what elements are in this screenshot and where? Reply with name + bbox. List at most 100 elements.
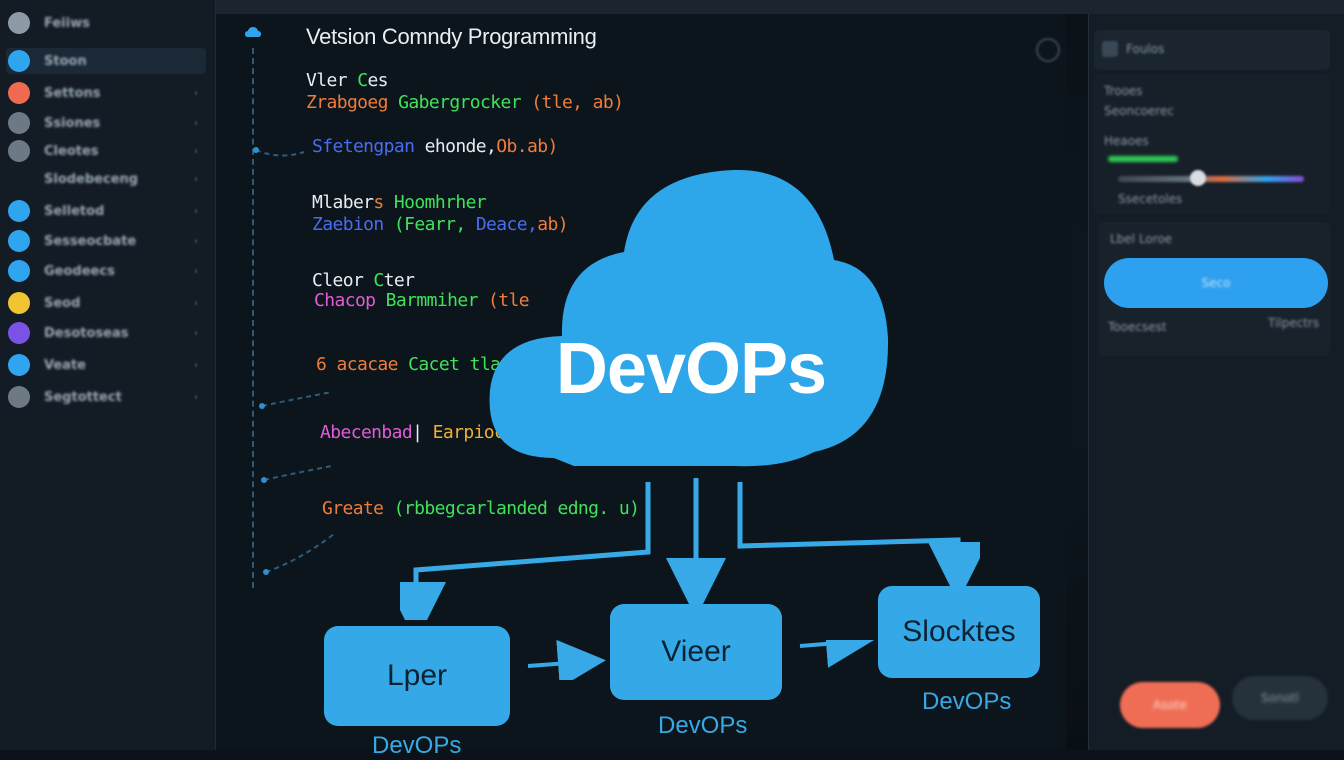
settings-icon[interactable] (1036, 38, 1060, 62)
globe-icon (8, 386, 30, 408)
color-slider[interactable] (1118, 176, 1304, 182)
code-token: Chacop (314, 290, 386, 311)
sidebar-item[interactable]: Selletod › (6, 198, 206, 224)
code-token: Barmmiher (385, 290, 489, 311)
sidebar-item[interactable]: Seod› (6, 290, 206, 316)
code-token: Cleor (312, 270, 374, 291)
node-slocktes[interactable]: Slocktes (878, 586, 1040, 678)
sidebar (0, 0, 216, 750)
timeline-line (252, 48, 254, 588)
code-token: Sfetengpan (312, 136, 425, 157)
sidebar-item[interactable]: Slodebeceng› (6, 166, 206, 192)
cloud-icon (245, 27, 261, 37)
code-line: Chacop Barmmiher (tle (314, 290, 530, 311)
cloud-icon (8, 230, 30, 252)
footer-left-text: Tooecsest (1108, 320, 1167, 334)
code-token: acacae (336, 354, 409, 375)
property-row: Trooes (1104, 84, 1143, 98)
chat-icon (8, 140, 30, 162)
sidebar-item-label: Seod (44, 295, 81, 311)
code-token: Ob.ab) (496, 136, 558, 157)
property-row: Seoncoerec (1104, 104, 1174, 118)
code-token: (tle, ab) (531, 92, 624, 113)
spacer (8, 168, 30, 190)
inspector-title: Foulos (1126, 42, 1165, 56)
code-token: (tle (488, 290, 530, 311)
sidebar-item-label: Ssiones (44, 115, 101, 131)
code-line: Mlabers Hoomhrher (312, 192, 487, 213)
node-label: Slocktes (902, 615, 1016, 648)
sidebar-item[interactable]: Cleotes › (6, 138, 206, 164)
code-line: Zrabgoeg Gabergrocker (tle, ab) (306, 92, 624, 113)
globe-icon (8, 50, 30, 72)
code-token: Zrabgoeg (306, 92, 399, 113)
sidebar-item[interactable]: Veate› (6, 352, 206, 378)
record-icon (8, 82, 30, 104)
secondary-button-label: Sonotl (1261, 691, 1299, 705)
node-sub-label: DevOPs (922, 688, 1012, 715)
sidebar-item-label: Segtottect (44, 389, 122, 405)
yellow-square-icon (8, 292, 30, 314)
primary-button[interactable]: Seco (1104, 258, 1328, 308)
node-lper[interactable]: Lper (324, 626, 510, 726)
code-token: Mlaber (312, 192, 374, 213)
sidebar-item[interactable]: Ssiones › (6, 110, 206, 136)
diagram-arrows-horizontal (527, 640, 874, 680)
code-token: Hoomhrher (393, 192, 487, 213)
code-token: Earpioc (432, 422, 505, 443)
code-token: | (412, 422, 433, 443)
chevron-right-icon: › (194, 117, 198, 129)
code-token: C (373, 270, 384, 291)
code-token: (rbbegcarlanded edng. u) (393, 498, 640, 519)
slider-handle[interactable] (1190, 170, 1206, 186)
sidebar-item-label: Veate (44, 357, 86, 373)
chevron-right-icon: › (194, 265, 198, 277)
sidebar-item[interactable]: Geodeecs› (6, 258, 206, 284)
blue-circle-icon (8, 354, 30, 376)
chevron-right-icon: › (194, 391, 198, 403)
code-token: ehonde, (424, 136, 497, 157)
purple-square-icon (8, 322, 30, 344)
code-token: Cacet (408, 354, 470, 375)
sidebar-item-label: Desotoseas (44, 325, 129, 341)
code-line: Abecenbad| Earpioc (320, 422, 505, 443)
sidebar-item[interactable]: Feiiws (6, 10, 206, 36)
code-token: Vler (306, 70, 358, 91)
sidebar-item-label: Cleotes (44, 143, 99, 159)
chevron-right-icon: › (194, 235, 198, 247)
chevron-right-icon: › (194, 145, 198, 157)
footer-right-text: Tilpectrs (1268, 316, 1320, 330)
secondary-button[interactable]: Sonotl (1232, 676, 1328, 720)
blue-square-icon (8, 260, 30, 282)
slider-caption: Ssecetoles (1118, 192, 1183, 206)
node-vieer[interactable]: Vieer (610, 604, 782, 700)
primary-button-label: Seco (1201, 276, 1231, 290)
panel-icon (1102, 41, 1118, 57)
properties-card: Trooes Seoncoerec Heaoes Ssecetoles (1094, 74, 1330, 214)
sidebar-item[interactable]: Settons› (6, 80, 206, 106)
flag-icon (8, 112, 30, 134)
code-token: Zaebion (312, 214, 394, 235)
code-token: C (357, 70, 368, 91)
sidebar-item-label: Selletod (44, 203, 105, 219)
orange-button-label: Asote (1153, 698, 1187, 712)
code-token: Greate (322, 498, 394, 519)
sidebar-item-label: Slodebeceng (44, 171, 139, 187)
node-label: Lper (386, 659, 448, 692)
inspector-header: Foulos (1094, 30, 1330, 70)
sidebar-item[interactable]: Segtottect › (6, 384, 206, 410)
orange-action-button[interactable]: Asote (1120, 682, 1220, 728)
sidebar-item[interactable]: Sesseocbate› (6, 228, 206, 254)
card-title: Lbel Loroe (1110, 232, 1173, 246)
code-line: Greate (rbbegcarlanded edng. u) (322, 498, 640, 519)
devops-cloud (489, 169, 889, 467)
gear-icon (8, 12, 30, 34)
wifi-icon (8, 200, 30, 222)
page-title: Vetsion Comndy Programming (306, 24, 597, 49)
code-token: Gabergrocker (398, 92, 532, 113)
sidebar-item[interactable]: Desotoseas› (6, 320, 206, 346)
sidebar-item-label: Settons (44, 85, 101, 101)
green-bar (1108, 156, 1178, 162)
sidebar-item[interactable]: Stoon (6, 48, 206, 74)
chevron-right-icon: › (194, 205, 198, 217)
